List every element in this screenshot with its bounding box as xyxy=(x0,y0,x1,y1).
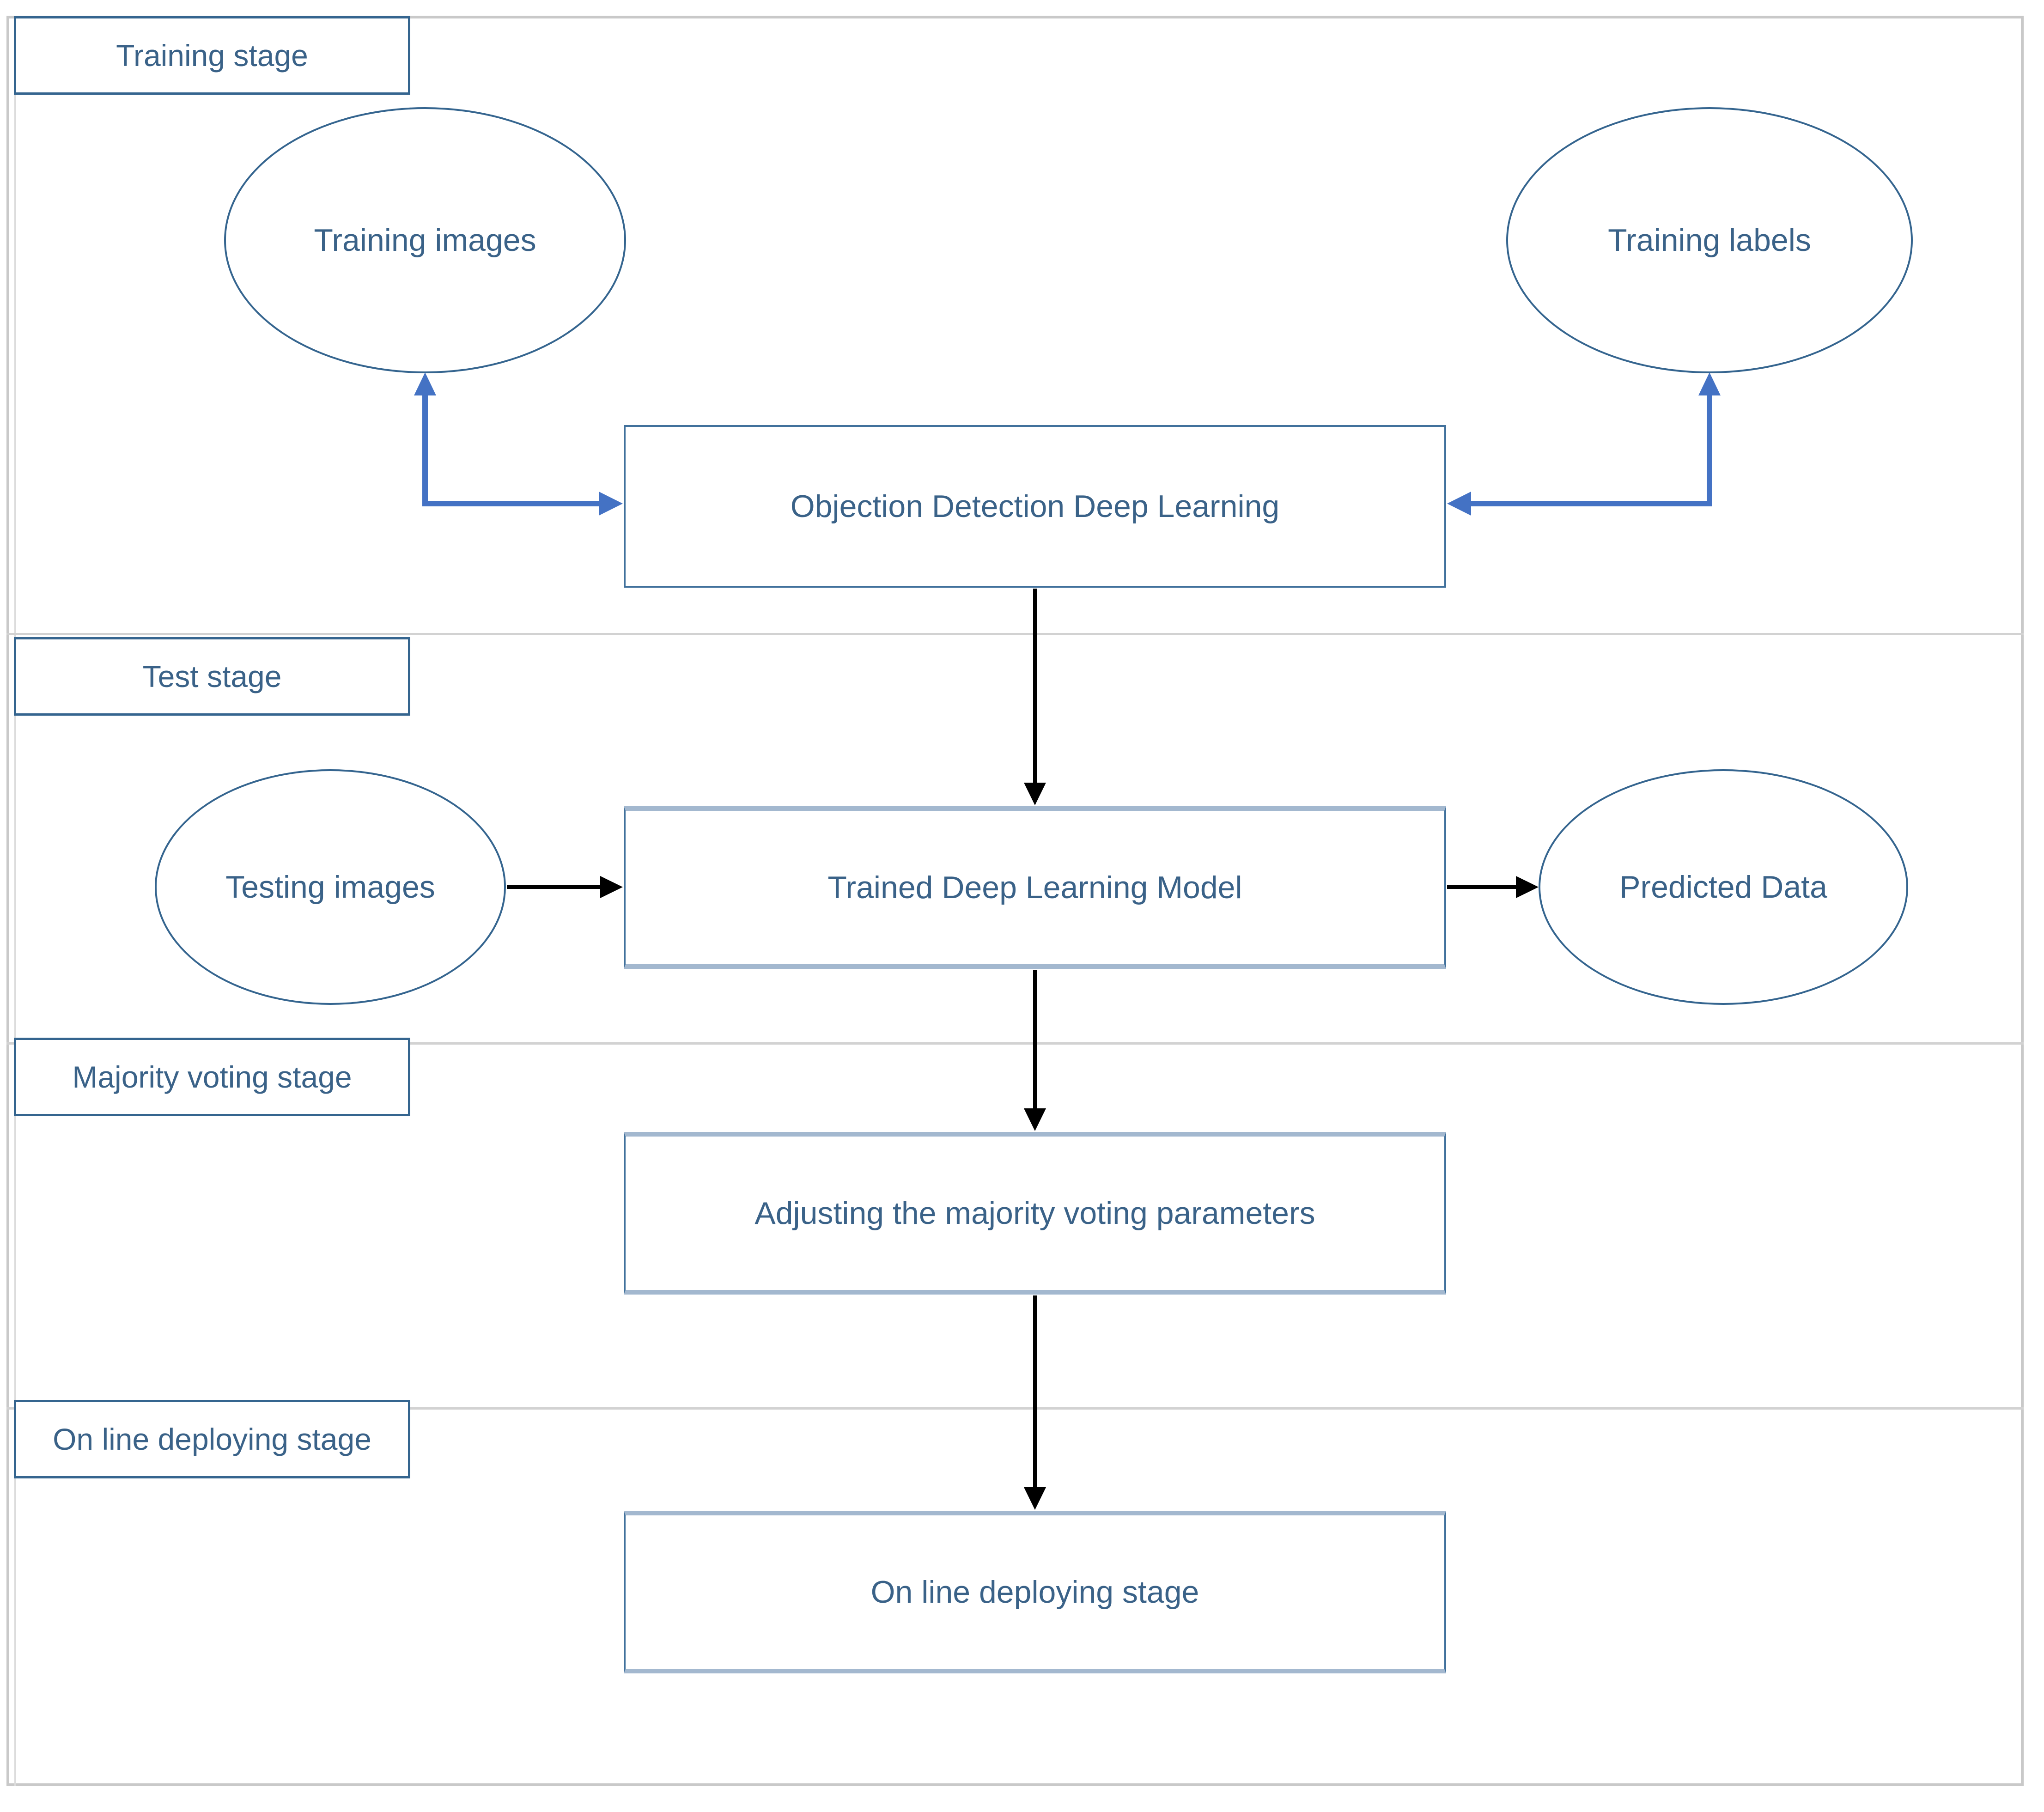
node-predicted-data-label: Predicted Data xyxy=(1619,870,1827,905)
section-divider-majority xyxy=(6,1042,2024,1045)
stage-label-majority: Majority voting stage xyxy=(14,1038,410,1116)
node-online-deploying: On line deploying stage xyxy=(624,1511,1446,1673)
stage-label-deploy: On line deploying stage xyxy=(14,1400,410,1478)
node-predicted-data: Predicted Data xyxy=(1539,769,1908,1005)
node-training-images: Training images xyxy=(224,107,626,373)
node-training-images-label: Training images xyxy=(314,223,536,258)
node-trained-model: Trained Deep Learning Model xyxy=(624,806,1446,969)
stage-label-test: Test stage xyxy=(14,637,410,716)
node-training-labels: Training labels xyxy=(1506,107,1913,373)
section-left-edge-line xyxy=(14,16,16,1786)
stage-label-majority-text: Majority voting stage xyxy=(72,1060,352,1094)
node-adjusting-parameters: Adjusting the majority voting parameters xyxy=(624,1132,1446,1295)
node-objection-detection-label: Objection Detection Deep Learning xyxy=(790,489,1280,524)
node-adjusting-parameters-label: Adjusting the majority voting parameters xyxy=(754,1196,1315,1231)
stage-label-training: Training stage xyxy=(14,16,410,95)
node-online-deploying-label: On line deploying stage xyxy=(870,1575,1199,1610)
section-divider-deploy xyxy=(6,1407,2024,1410)
stage-label-deploy-text: On line deploying stage xyxy=(53,1422,371,1456)
node-trained-model-label: Trained Deep Learning Model xyxy=(827,870,1242,905)
stage-label-training-text: Training stage xyxy=(116,38,308,73)
outer-frame xyxy=(6,16,2024,1786)
node-testing-images-label: Testing images xyxy=(225,870,435,905)
node-testing-images: Testing images xyxy=(155,769,506,1005)
node-objection-detection: Objection Detection Deep Learning xyxy=(624,425,1446,588)
node-training-labels-label: Training labels xyxy=(1608,223,1811,258)
stage-label-test-text: Test stage xyxy=(142,659,282,693)
section-divider-test xyxy=(6,633,2024,635)
